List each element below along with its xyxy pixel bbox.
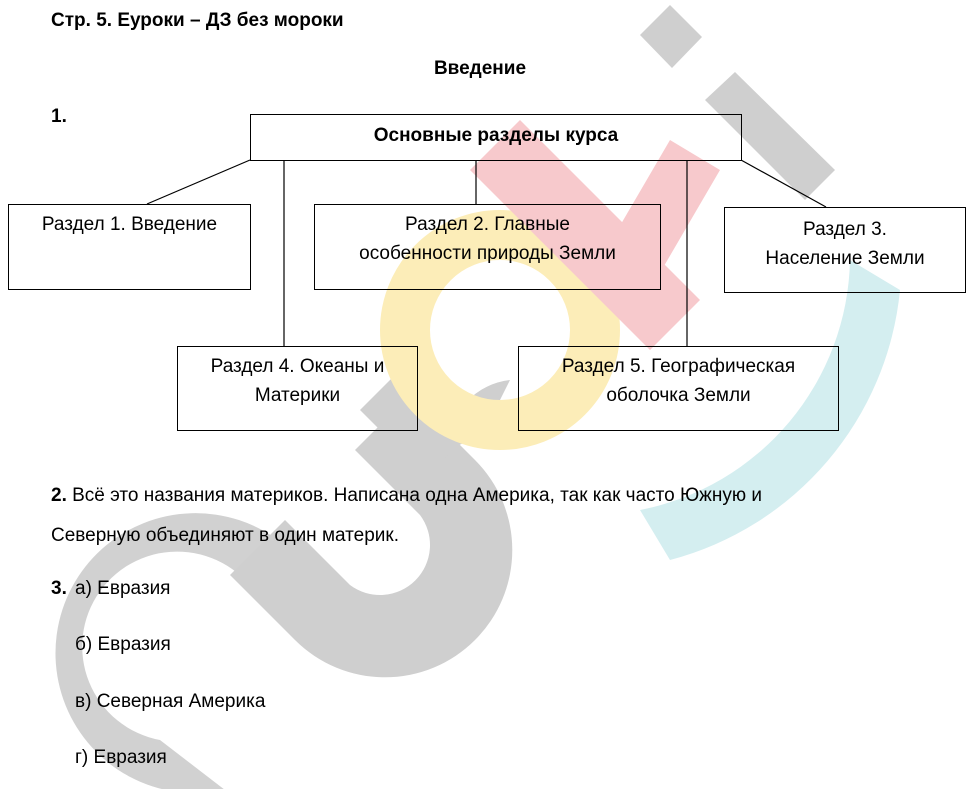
task-3-number: 3. [51,578,67,599]
node-5-line1: Раздел 5. Географическая [561,356,796,377]
node-2-line2: особенности природы Земли [359,243,616,264]
node-3-line2: Население Земли [765,248,925,269]
node-4-line1: Раздел 4. Океаны и [210,356,385,377]
page-header-title: Стр. 5. Еуроки – ДЗ без мороки [51,10,344,31]
diagram-node-5: Раздел 5. Географическая оболочка Земли [518,346,839,431]
diagram-node-4: Раздел 4. Океаны и Материки [177,346,418,431]
diagram-node-2: Раздел 2. Главные особенности природы Зе… [314,204,661,290]
task-2-paragraph: 2. Всё это названия материков. Написана … [51,476,931,556]
task-1-number: 1. [51,106,67,127]
node-1-line1: Раздел 1. Введение [41,214,218,235]
task-2-line-2: Северную объединяют в один материк. [51,525,399,546]
task-2-number: 2. [51,485,67,506]
section-title: Введение [433,58,527,79]
diagram-root-label: Основные разделы курса [373,125,619,146]
node-4-line2: Материки [254,385,341,406]
node-5-line2: оболочка Земли [606,385,751,406]
task-2-line-1: 2. Всё это названия материков. Написана … [51,476,931,516]
node-3-line1: Раздел 3. [803,219,887,240]
diagram-node-3: Раздел 3. Население Земли [724,207,966,293]
node-2-line1: Раздел 2. Главные [405,214,570,235]
task-2-text-1: Всё это названия материков. Написана одн… [66,485,763,506]
diagram-node-1: Раздел 1. Введение [8,204,251,290]
task-3-answer-g: г) Евразия [75,747,167,768]
task-3-answer-a: а) Евразия [75,578,171,599]
task-3-answer-v: в) Северная Америка [75,691,266,712]
diagram-root-box: Основные разделы курса [250,114,742,161]
task-3-answer-b: б) Евразия [75,634,171,655]
